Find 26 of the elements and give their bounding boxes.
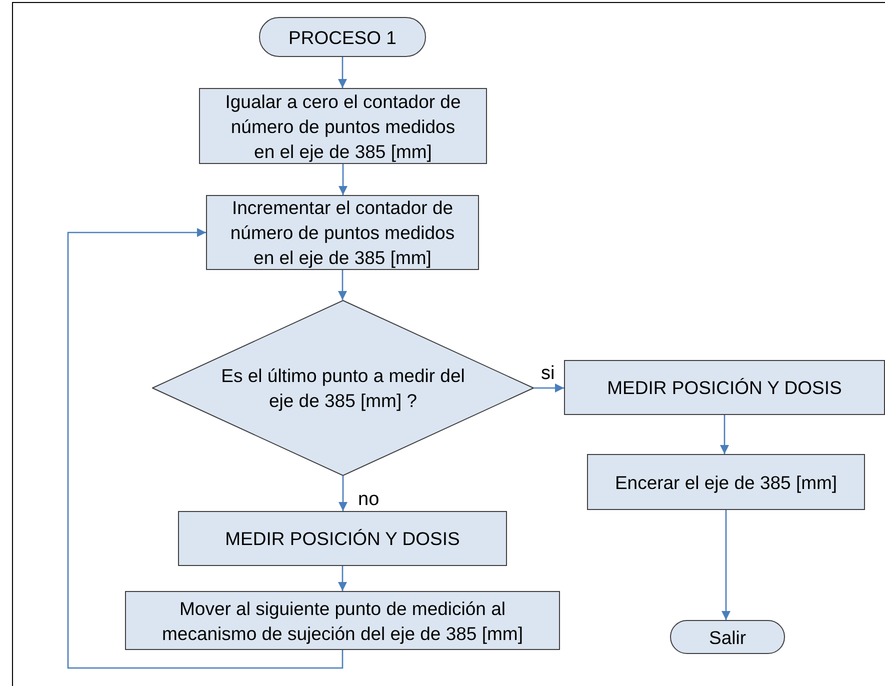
terminator: [259, 17, 426, 57]
process-box: [564, 360, 885, 415]
arrow: [338, 270, 347, 300]
process-box: [178, 511, 507, 566]
arrow: [338, 57, 347, 88]
node-text: Salir: [708, 626, 746, 650]
node-text: MEDIR POSICIÓN Y DOSIS: [225, 527, 460, 551]
node-text: Incrementar el contador de número de puntos medidos en el eje de 385 [mm]: [229, 196, 456, 270]
node-text: MEDIR POSICIÓN Y DOSIS: [607, 376, 842, 400]
arrow: [338, 164, 348, 195]
node-text: Encerar el eje de 385 [mm]: [614, 470, 838, 494]
node-text: Igualar a cero el contador de número de puntos medidos en el eje de 385 [mm]: [224, 90, 462, 164]
arrow: [722, 510, 730, 620]
process-box: [587, 454, 865, 510]
node-text: PROCESO 1: [288, 26, 396, 50]
node-text: Es el último punto a medir del eje de 385 [mm] ?: [220, 364, 466, 413]
process-box: [199, 88, 487, 164]
process-box: [125, 591, 560, 650]
arrow: [338, 476, 348, 511]
node-text: Mover al siguiente punto de medición al mecanismo de sujeción del eje de 385 [mm]: [161, 596, 524, 646]
arrow: [534, 384, 564, 392]
process-box: [206, 195, 479, 270]
arrow: [338, 566, 347, 591]
arrow: [67, 228, 344, 669]
terminator: [670, 620, 785, 654]
arrow: [720, 415, 729, 454]
